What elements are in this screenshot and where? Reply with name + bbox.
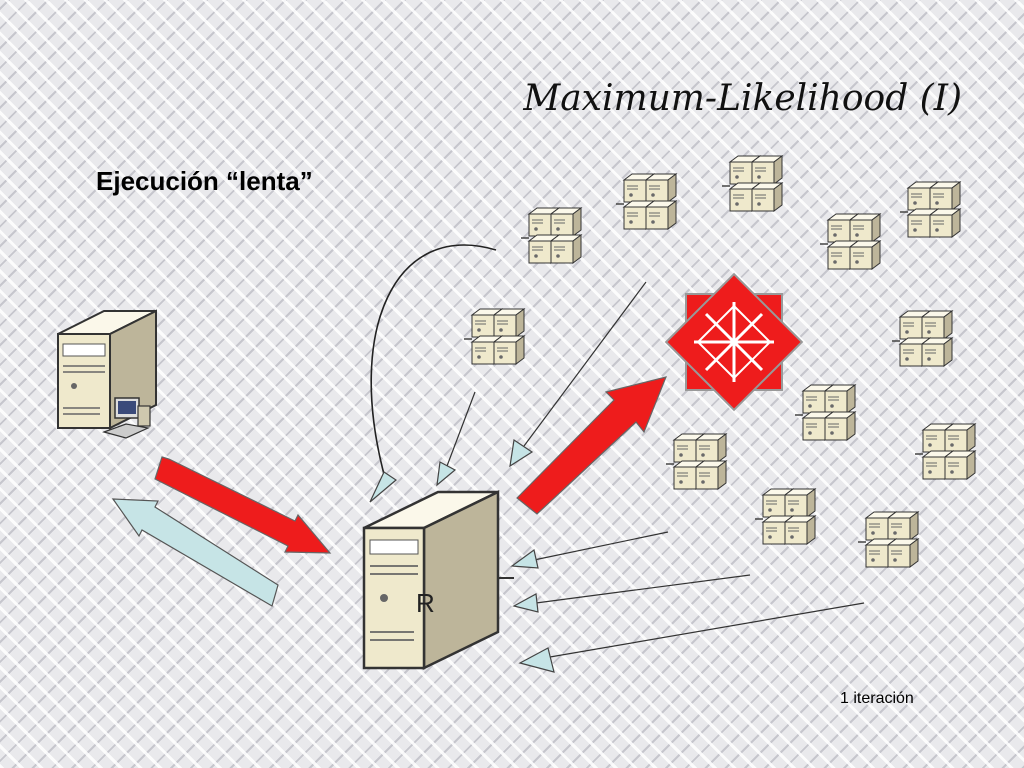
iteration-label: 1 iteración: [840, 690, 914, 707]
client-workstation-icon: [57, 309, 157, 439]
dispatch-arrow: [516, 376, 667, 515]
job-star-icon: [664, 272, 804, 412]
request-arrow: [154, 456, 332, 554]
curved-arrow-head: [369, 471, 397, 503]
curved-arrow: [370, 244, 497, 479]
slide-subtitle: Ejecución “lenta”: [96, 166, 313, 196]
server-label: R: [416, 588, 435, 618]
r-server-icon: R: [362, 490, 514, 670]
slide-title: Maximum-Likelihood (I): [523, 78, 962, 119]
response-arrow: [111, 498, 279, 607]
thin-arrows: [436, 281, 865, 673]
